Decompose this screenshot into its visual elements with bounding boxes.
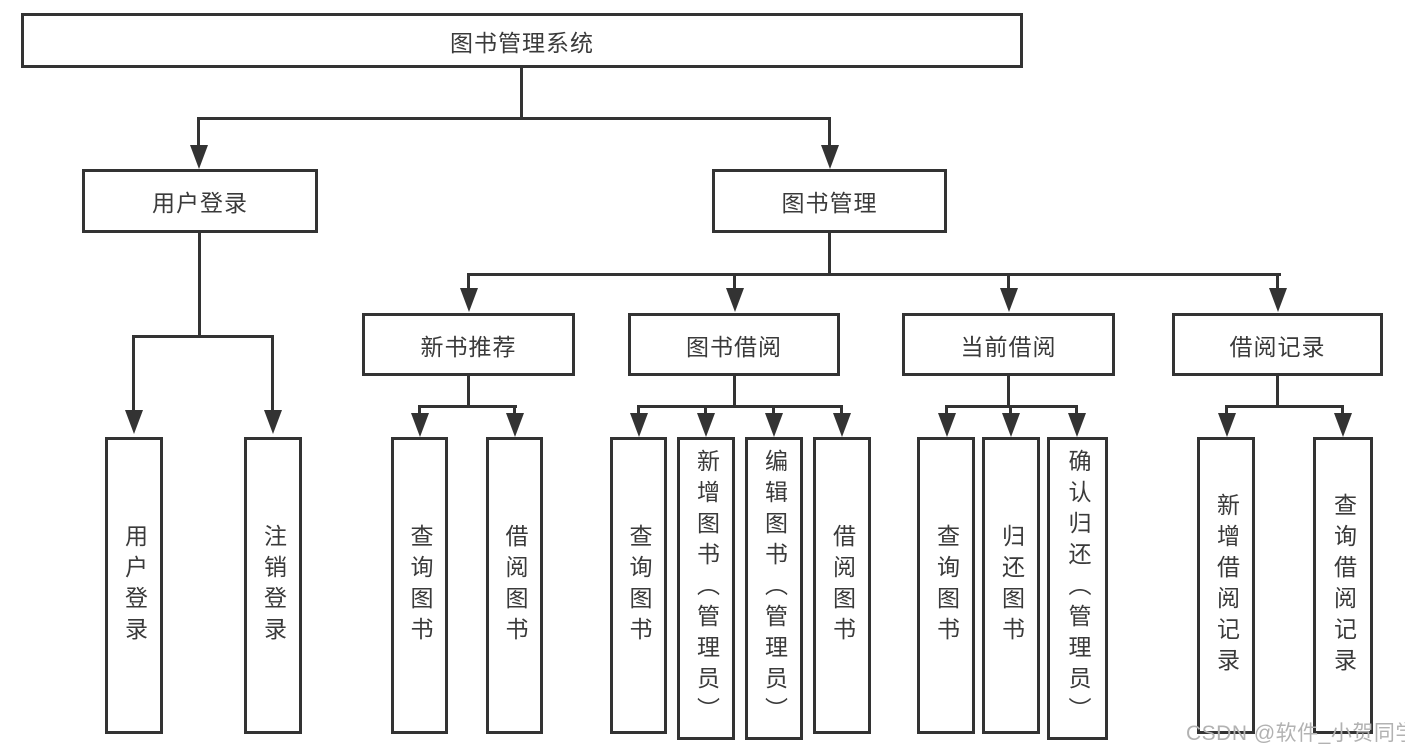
csdn-watermark: CSDN @软件_小贺同学 <box>1186 722 1405 745</box>
connector-stem-new-book-rec <box>467 276 470 289</box>
node-label: 借阅记录 <box>1229 333 1326 360</box>
connector-br-stem <box>1276 376 1279 405</box>
leaf-bb-add-book-admin: 新增图书（管理员） <box>677 437 735 740</box>
leaf-label: 借阅图书 <box>829 523 856 648</box>
arrow-to-bb-borrow <box>833 413 851 437</box>
node-current-borrow: 当前借阅 <box>902 313 1115 376</box>
leaf-logout: 注销登录 <box>244 437 302 734</box>
leaf-br-add-record: 新增借阅记录 <box>1197 437 1255 734</box>
leaf-label: 注销登录 <box>260 523 287 648</box>
connector-stem-cb-confirm <box>1075 408 1078 414</box>
connector-stem-user-login <box>197 120 200 146</box>
leaf-label: 查询图书 <box>933 523 960 648</box>
node-label: 新书推荐 <box>420 333 517 360</box>
leaf-label: 查询借阅记录 <box>1330 492 1357 679</box>
arrow-to-br-query <box>1334 413 1352 437</box>
leaf-rec-borrow-book: 借阅图书 <box>486 437 543 734</box>
connector-br-bar <box>1225 405 1344 408</box>
connector-login-stem <box>198 233 201 335</box>
connector-rec-bar <box>418 405 517 408</box>
leaf-cb-confirm-return-admin: 确认归还（管理员） <box>1047 437 1108 740</box>
arrow-to-login-leaf <box>125 410 143 434</box>
node-label: 图书管理 <box>781 190 878 216</box>
node-user-login: 用户登录 <box>82 169 318 233</box>
arrow-to-user-login <box>190 145 208 169</box>
connector-root-stem <box>520 68 523 117</box>
connector-stem-bb-edit <box>772 408 775 414</box>
arrow-to-bb-add <box>697 413 715 437</box>
leaf-label: 编辑图书（管理员） <box>761 449 788 728</box>
connector-bb-bar <box>637 405 843 408</box>
connector-stem-cb-query <box>945 408 948 414</box>
connector-rec-stem <box>467 376 470 405</box>
leaf-rec-query-book: 查询图书 <box>391 437 448 734</box>
arrow-to-bb-edit <box>765 413 783 437</box>
connector-stem-login-leaf <box>132 338 135 411</box>
node-label: 当前借阅 <box>960 333 1057 360</box>
leaf-label: 查询图书 <box>626 523 652 648</box>
node-root-system: 图书管理系统 <box>21 13 1023 68</box>
connector-cb-bar <box>945 405 1078 408</box>
arrow-to-current-borrow <box>1000 288 1018 312</box>
node-book-management: 图书管理 <box>712 169 947 233</box>
node-label: 用户登录 <box>152 190 248 216</box>
leaf-label: 确认归还（管理员） <box>1065 449 1091 728</box>
arrow-to-bb-query <box>630 413 648 437</box>
leaf-label: 用户登录 <box>121 523 148 648</box>
arrow-to-book-mgmt <box>821 145 839 169</box>
connector-stem-bb-add <box>704 408 707 414</box>
leaf-label: 新增图书（管理员） <box>693 449 720 728</box>
connector-stem-br-query <box>1341 408 1344 414</box>
connector-stem-rec-borrow <box>513 408 516 414</box>
connector-login-bar <box>132 335 274 338</box>
leaf-bb-borrow-book: 借阅图书 <box>813 437 871 734</box>
connector-cb-stem <box>1007 376 1010 405</box>
connector-bb-stem <box>733 376 736 405</box>
arrow-to-logout-leaf <box>264 410 282 434</box>
arrow-to-cb-return <box>1002 413 1020 437</box>
leaf-label: 新增借阅记录 <box>1213 492 1240 679</box>
arrow-to-cb-confirm <box>1068 413 1086 437</box>
connector-stem-logout-leaf <box>271 338 274 411</box>
connector-root-bar <box>197 117 831 120</box>
arrow-to-br-add <box>1218 413 1236 437</box>
connector-stem-borrow-record <box>1276 276 1279 289</box>
node-new-book-recommend: 新书推荐 <box>362 313 575 376</box>
arrow-to-book-borrow <box>726 288 744 312</box>
arrow-to-rec-query <box>411 413 429 437</box>
connector-stem-bb-query <box>637 408 640 414</box>
connector-stem-br-add <box>1225 408 1228 414</box>
connector-stem-book-mgmt <box>828 120 831 146</box>
arrow-to-new-book-rec <box>460 288 478 312</box>
leaf-bb-edit-book-admin: 编辑图书（管理员） <box>745 437 803 740</box>
connector-stem-bb-borrow <box>840 408 843 414</box>
leaf-cb-query-book: 查询图书 <box>917 437 975 734</box>
node-label: 图书借阅 <box>686 333 782 360</box>
leaf-bb-query-book: 查询图书 <box>610 437 667 734</box>
leaf-label: 查询图书 <box>407 523 433 648</box>
node-borrow-record: 借阅记录 <box>1172 313 1383 376</box>
connector-stem-rec-query <box>418 408 421 414</box>
leaf-label: 归还图书 <box>998 523 1025 648</box>
leaf-cb-return-book: 归还图书 <box>982 437 1040 734</box>
arrow-to-rec-borrow <box>506 413 524 437</box>
connector-mgmt-bar <box>467 273 1281 276</box>
connector-stem-current-borrow <box>1007 276 1010 289</box>
leaf-br-query-record: 查询借阅记录 <box>1313 437 1373 734</box>
connector-stem-cb-return <box>1009 408 1012 414</box>
arrow-to-cb-query <box>938 413 956 437</box>
node-book-borrow: 图书借阅 <box>628 313 840 376</box>
leaf-label: 借阅图书 <box>502 523 528 648</box>
leaf-user-login: 用户登录 <box>105 437 163 734</box>
connector-stem-book-borrow <box>733 276 736 289</box>
arrow-to-borrow-record <box>1269 288 1287 312</box>
connector-mgmt-stem <box>828 233 831 273</box>
node-label: 图书管理系统 <box>450 29 594 56</box>
